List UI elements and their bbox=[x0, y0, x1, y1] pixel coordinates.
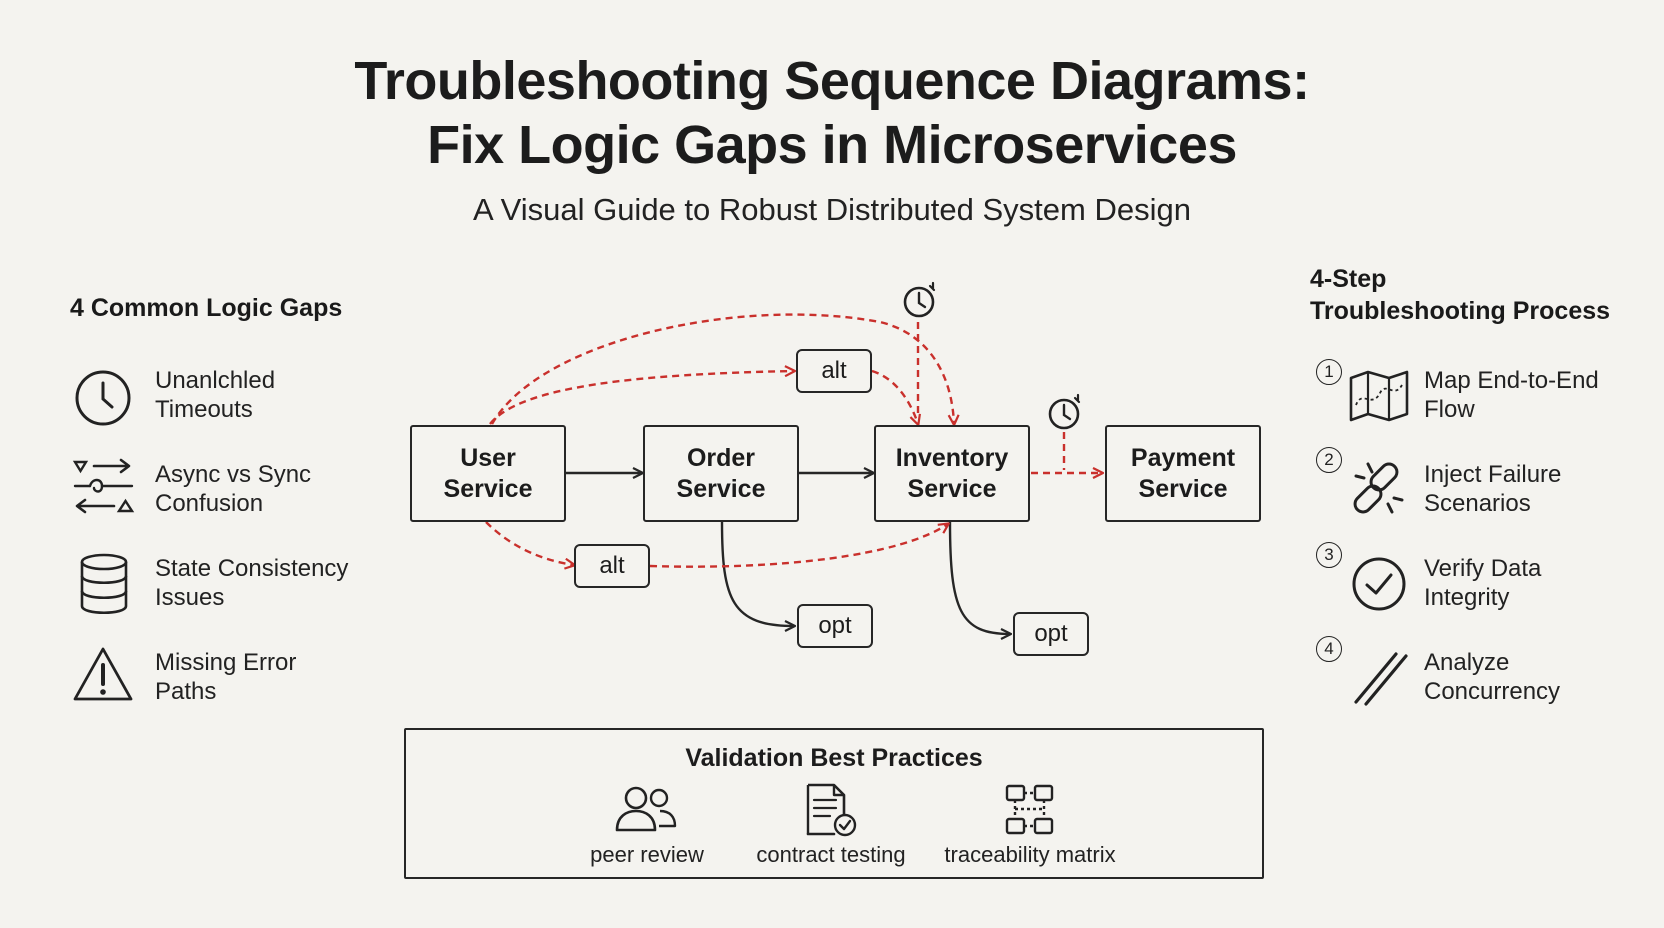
dashed-user-to-alt-bottom bbox=[485, 521, 574, 565]
stopwatch-icon bbox=[903, 281, 936, 318]
dashed-alt-top-to-inventory bbox=[871, 369, 918, 424]
dashed-alt-bottom-to-inventory bbox=[649, 524, 948, 568]
stopwatch-icon-2 bbox=[1048, 393, 1081, 430]
database-icon bbox=[80, 553, 128, 615]
practice-label-peer-review: peer review bbox=[590, 842, 704, 867]
alt-tag-bottom: alt bbox=[574, 544, 650, 588]
people-icon bbox=[615, 786, 677, 832]
process-heading-line-2: Troubleshooting Process bbox=[1310, 297, 1611, 325]
service-box-user: User Service bbox=[410, 425, 566, 522]
broken-link-icon bbox=[1353, 462, 1404, 514]
clock-icon bbox=[75, 370, 131, 426]
arrow-order-to-opt bbox=[720, 521, 794, 626]
process-heading: 4-Step bbox=[1310, 265, 1387, 293]
dashed-user-to-alt-top bbox=[489, 371, 794, 425]
warning-icon bbox=[73, 647, 133, 701]
step-label-map-flow: Map End-to-End Flow bbox=[1424, 367, 1599, 423]
gap-item-state-consistency: State Consistency Issues bbox=[155, 555, 349, 611]
practice-label-contract-testing: contract testing bbox=[756, 842, 906, 867]
dashed-user-arc-to-inventory bbox=[490, 313, 954, 424]
step-number-1: 1 bbox=[1316, 359, 1342, 385]
alt-tag-top: alt bbox=[796, 349, 872, 393]
service-box-payment: Payment Service bbox=[1105, 425, 1261, 522]
opt-tag-left: opt bbox=[797, 604, 873, 648]
logic-gaps-heading: 4 Common Logic Gaps bbox=[70, 294, 343, 322]
best-practices-frame bbox=[404, 728, 1264, 879]
step-number-3: 3 bbox=[1316, 542, 1342, 568]
opt-tag-right: opt bbox=[1013, 612, 1089, 656]
page-title-line-2: Fix Logic Gaps in Microservices bbox=[427, 115, 1237, 175]
check-circle-icon bbox=[1352, 557, 1406, 611]
page-title: Troubleshooting Sequence Diagrams: bbox=[354, 51, 1310, 111]
arrow-inventory-to-opt bbox=[948, 521, 1010, 634]
page-subtitle: A Visual Guide to Robust Distributed Sys… bbox=[473, 192, 1191, 227]
practice-label-traceability-matrix: traceability matrix bbox=[944, 842, 1116, 867]
step-number-4: 4 bbox=[1316, 636, 1342, 662]
step-label-verify-integrity: Verify Data Integrity bbox=[1424, 555, 1542, 611]
async-sync-icon bbox=[72, 458, 135, 514]
service-box-order: Order Service bbox=[643, 425, 799, 522]
step-label-inject-failure: Inject Failure Scenarios bbox=[1424, 461, 1562, 517]
step-number-2: 2 bbox=[1316, 447, 1342, 473]
matrix-grid-icon bbox=[1005, 784, 1054, 835]
gap-item-timeouts: Unanlchled Timeouts bbox=[155, 367, 276, 423]
contract-doc-icon bbox=[806, 783, 857, 837]
parallel-lines-icon bbox=[1354, 652, 1408, 706]
step-label-analyze-concurrency: Analyze Concurrency bbox=[1424, 649, 1561, 705]
gap-item-error-paths: Missing Error Paths bbox=[155, 649, 297, 705]
best-practices-title: Validation Best Practices bbox=[685, 744, 983, 772]
map-icon bbox=[1349, 370, 1409, 422]
service-box-inventory: Inventory Service bbox=[874, 425, 1030, 522]
gap-item-async-sync: Async vs Sync Confusion bbox=[155, 461, 312, 517]
